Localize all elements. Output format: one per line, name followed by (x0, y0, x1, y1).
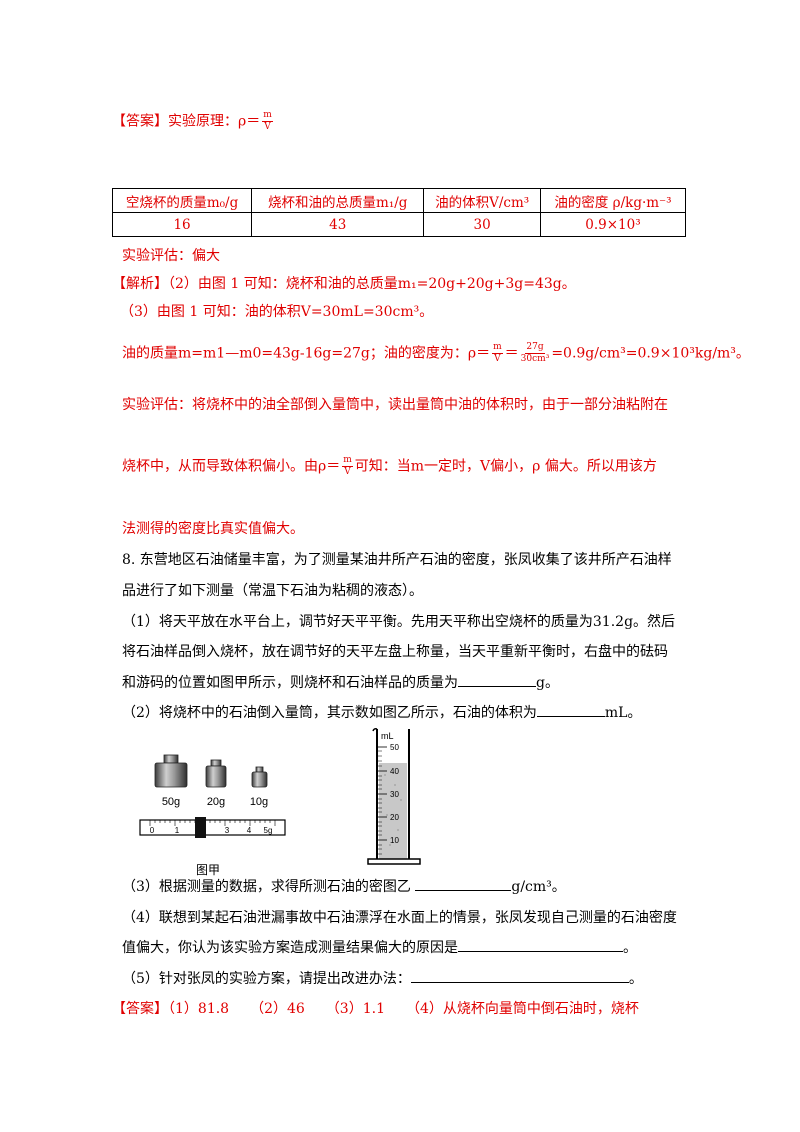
scale-tick-label: 1 (175, 826, 180, 835)
table-header-cell: 油的密度 ρ/kg·m⁻³ (539, 188, 687, 213)
reason-answer-blank[interactable] (458, 938, 623, 952)
table-header-row: 空烧杯的质量m₀/g 烧杯和油的总质量m₁/g 油的体积V/cm³ 油的密度 ρ… (111, 188, 687, 213)
q8-line-1: 8. 东营地区石油储量丰富，为了测量某油井所产石油的密度，张凤收集了该井所产石油… (122, 552, 672, 568)
table-row: 16 43 30 0.9×10³ (111, 212, 687, 237)
scale-tick-label: 3 (225, 826, 230, 835)
analysis-line-1: 【解析】（2）由图 1 可知：烧杯和油的总质量m₁=20g+20g+3g=43g… (112, 276, 576, 292)
analysis-tag: 【解析】 (112, 276, 168, 292)
volume-answer-blank[interactable] (536, 703, 605, 717)
density-answer-blank[interactable] (415, 877, 512, 891)
q8-line-9: 值偏大，你认为该实验方案造成测量结果偏大的原因是。 (122, 938, 637, 956)
weight-50g-icon (154, 754, 188, 788)
figure-b-graduated-cylinder: mL 50 40 30 20 10 (367, 728, 421, 865)
mass-answer-blank[interactable] (458, 673, 536, 687)
figure-a-caption: 图甲 (196, 863, 221, 877)
analysis-line-2: （3）由图 1 可知：油的体积V=30mL=30cm³。 (120, 304, 434, 320)
weight-label: 20g (207, 796, 225, 808)
answer-line-2: 【答案】（1）81.8 （2）46 （3）1.1 （4）从烧杯向量筒中倒石油时，… (112, 1001, 639, 1017)
scale-tick-label: 4 (247, 826, 252, 835)
evaluation-line: 实验评估：偏大 (122, 248, 220, 264)
rider-icon (195, 817, 206, 838)
cylinder-tick-label: 50 (390, 743, 399, 752)
cylinder-tick-label: 30 (390, 790, 399, 799)
weight-20g-icon (205, 759, 227, 788)
cylinder-unit: mL (381, 731, 394, 741)
q8-line-3: （1）将天平放在水平台上，调节好天平平衡。先用天平称出空烧杯的质量为31.2g。… (122, 614, 676, 630)
q8-line-10: （5）针对张凤的实验方案，请提出改进办法：。 (122, 969, 643, 987)
q8-line-7: （3）根据测量的数据，求得所测石油的密图乙 g/cm³。 (122, 877, 566, 895)
table-header-cell: 烧杯和油的总质量m₁/g (251, 188, 425, 213)
q8-line-4: 将石油样品倒入烧杯，放在调节好的天平左盘上称量，当天平重新平衡时，右盘中的砝码 (122, 644, 668, 660)
measurement-table: 空烧杯的质量m₀/g 烧杯和油的总质量m₁/g 油的体积V/cm³ 油的密度 ρ… (111, 188, 687, 237)
scale-tick-label: 0 (150, 826, 155, 835)
cylinder-tick-label: 40 (390, 767, 399, 776)
cylinder-tick-label: 20 (390, 813, 399, 822)
analysis-line-6: 法测得的密度比真实值偏大。 (122, 521, 304, 537)
figure-b-caption: 图乙 (382, 879, 411, 895)
table-header-cell: 油的体积V/cm³ (423, 188, 541, 213)
table-cell: 30 (423, 212, 541, 237)
table-cell: 0.9×10³ (539, 212, 687, 237)
table-cell: 16 (111, 212, 253, 237)
cylinder-tick-label: 10 (390, 836, 399, 845)
answer-tag: 【答案】 (112, 113, 168, 130)
principle-label: 实验原理：ρ＝ (168, 113, 261, 130)
q8-line-8: （4）联想到某起石油泄漏事故中石油漂浮在水面上的情景，张凤发现自己测量的石油密度 (122, 910, 677, 926)
weight-label: 50g (162, 796, 180, 808)
figure-a-balance-weights: 50g 20g 10g 0 1 2 3 4 5g (139, 754, 286, 838)
analysis-line-4: 实验评估：将烧杯中的油全部倒入量筒中，读出量筒中油的体积时，由于一部分油粘附在 (122, 397, 668, 413)
weight-10g-icon (251, 766, 268, 788)
weight-label: 10g (250, 796, 268, 808)
rider-scale-icon: 0 1 2 3 4 5g (139, 817, 286, 838)
improvement-answer-blank[interactable] (410, 969, 629, 983)
table-header-cell: 空烧杯的质量m₀/g (111, 188, 253, 213)
scale-tick-label: 5g (264, 826, 273, 835)
table-cell: 43 (251, 212, 425, 237)
answer-tag: 【答案】 (112, 1001, 168, 1017)
q8-line-2: 品进行了如下测量（常温下石油为粘稠的液态）。 (122, 583, 423, 599)
